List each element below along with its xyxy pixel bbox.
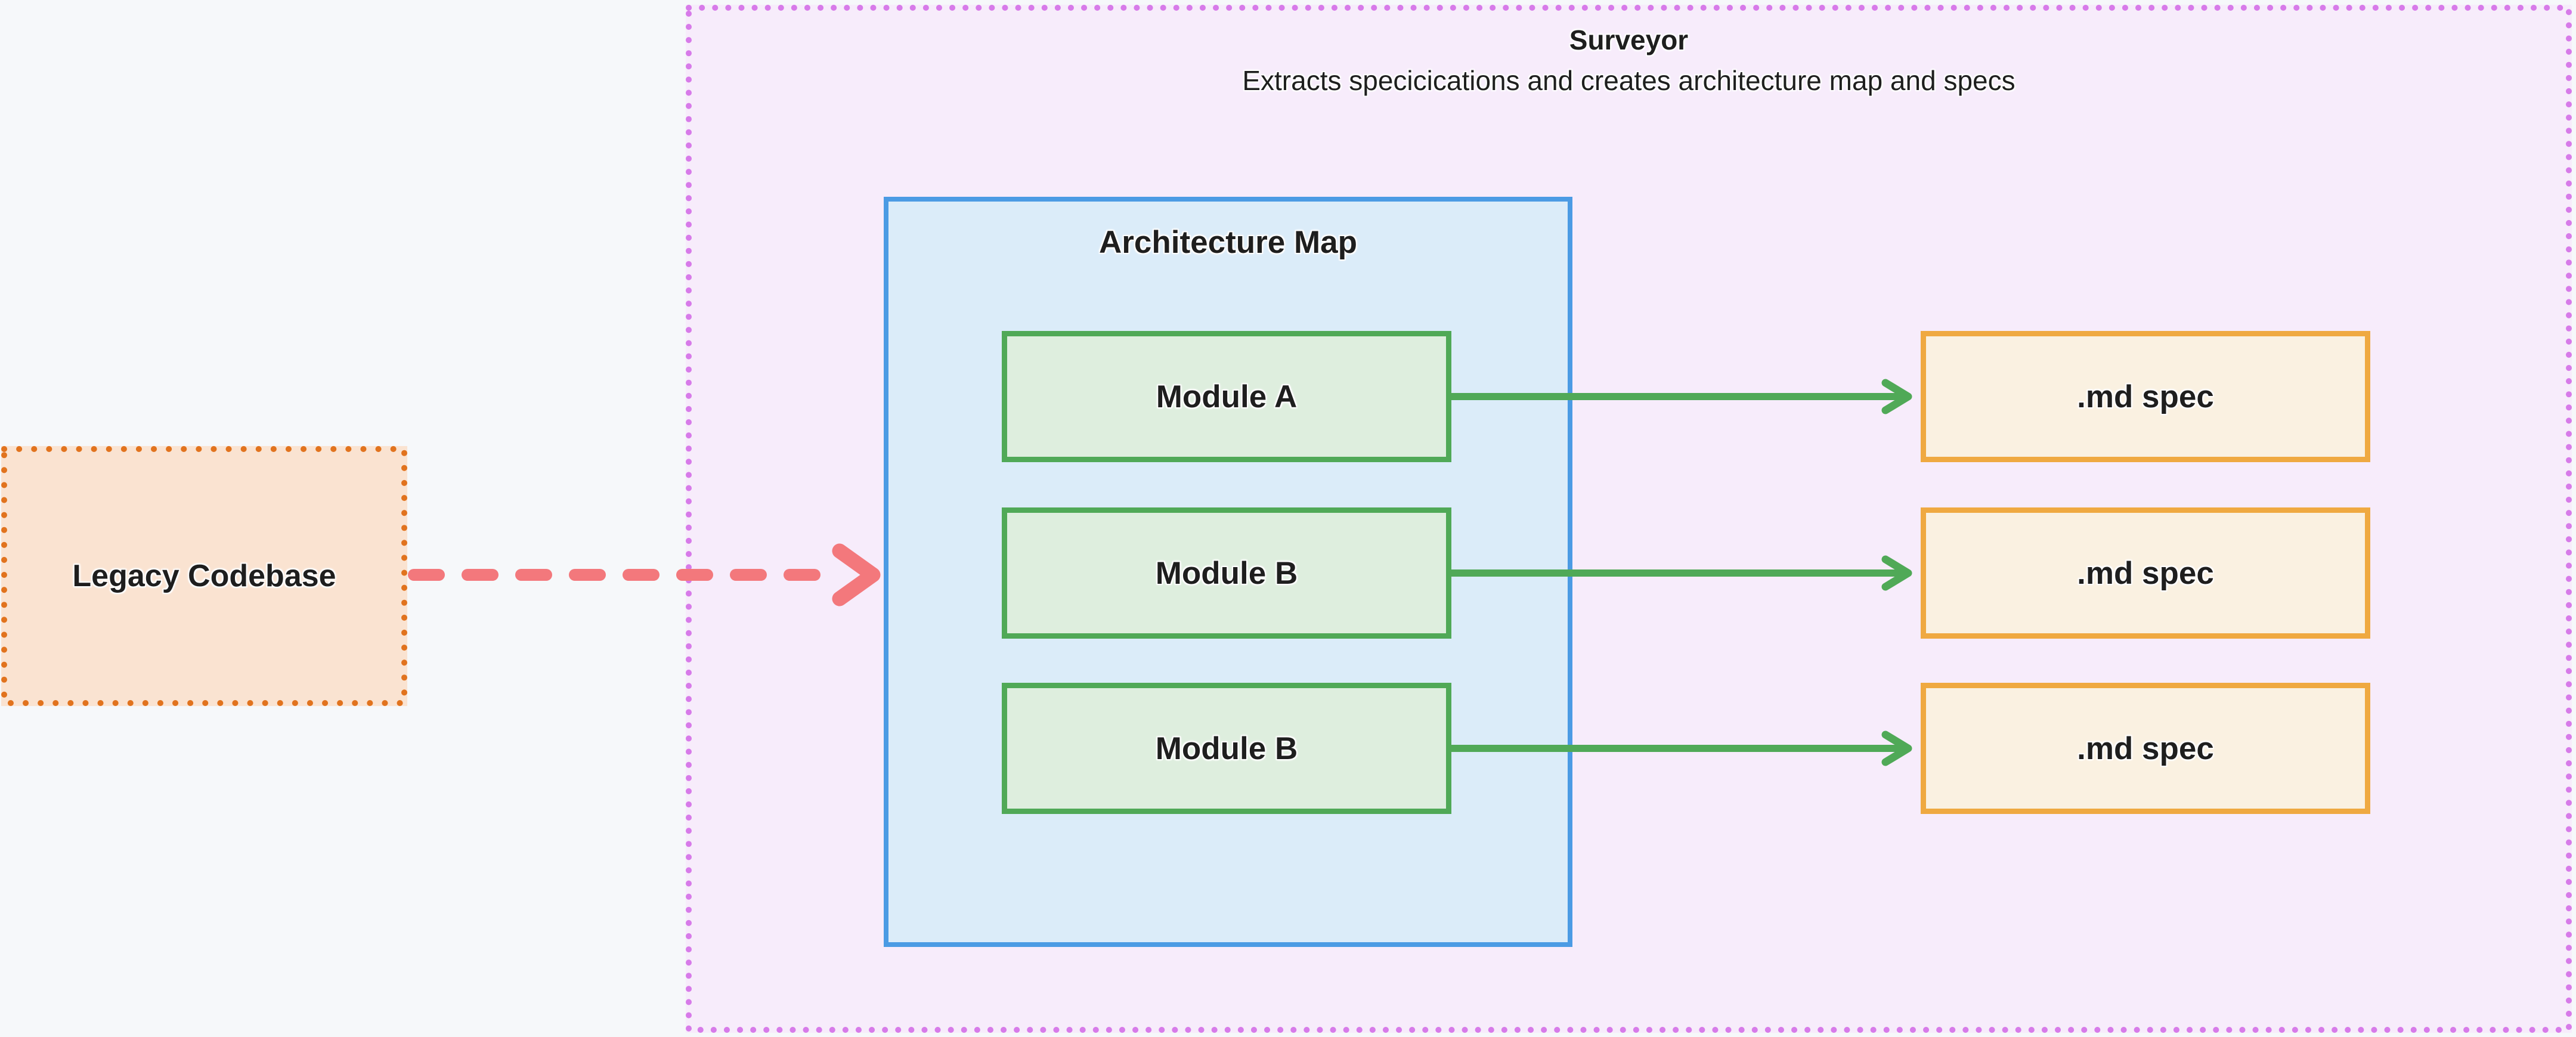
- surveyor-title: Surveyor: [1569, 24, 1689, 55]
- architecture-map-title: Architecture Map: [1099, 225, 1357, 260]
- md-spec-node-2[interactable]: .md spec: [1921, 507, 2370, 639]
- md-spec-label-3: .md spec: [2077, 730, 2214, 766]
- surveyor-header: Surveyor Extracts specicications and cre…: [686, 23, 2572, 98]
- module-b2-label: Module B: [1155, 730, 1298, 766]
- module-a-node[interactable]: Module A: [1002, 331, 1451, 462]
- module-b1-node[interactable]: Module B: [1002, 507, 1451, 639]
- legacy-codebase-label: Legacy Codebase: [72, 559, 336, 593]
- md-spec-label-1: .md spec: [2077, 379, 2214, 414]
- md-spec-node-3[interactable]: .md spec: [1921, 683, 2370, 814]
- surveyor-subtitle: Extracts specicications and creates arch…: [1242, 65, 2015, 96]
- module-b2-node[interactable]: Module B: [1002, 683, 1451, 814]
- md-spec-node-1[interactable]: .md spec: [1921, 331, 2370, 462]
- module-a-label: Module A: [1156, 379, 1298, 414]
- legacy-codebase-node[interactable]: Legacy Codebase: [1, 446, 407, 706]
- module-b1-label: Module B: [1155, 555, 1298, 591]
- md-spec-label-2: .md spec: [2077, 555, 2214, 591]
